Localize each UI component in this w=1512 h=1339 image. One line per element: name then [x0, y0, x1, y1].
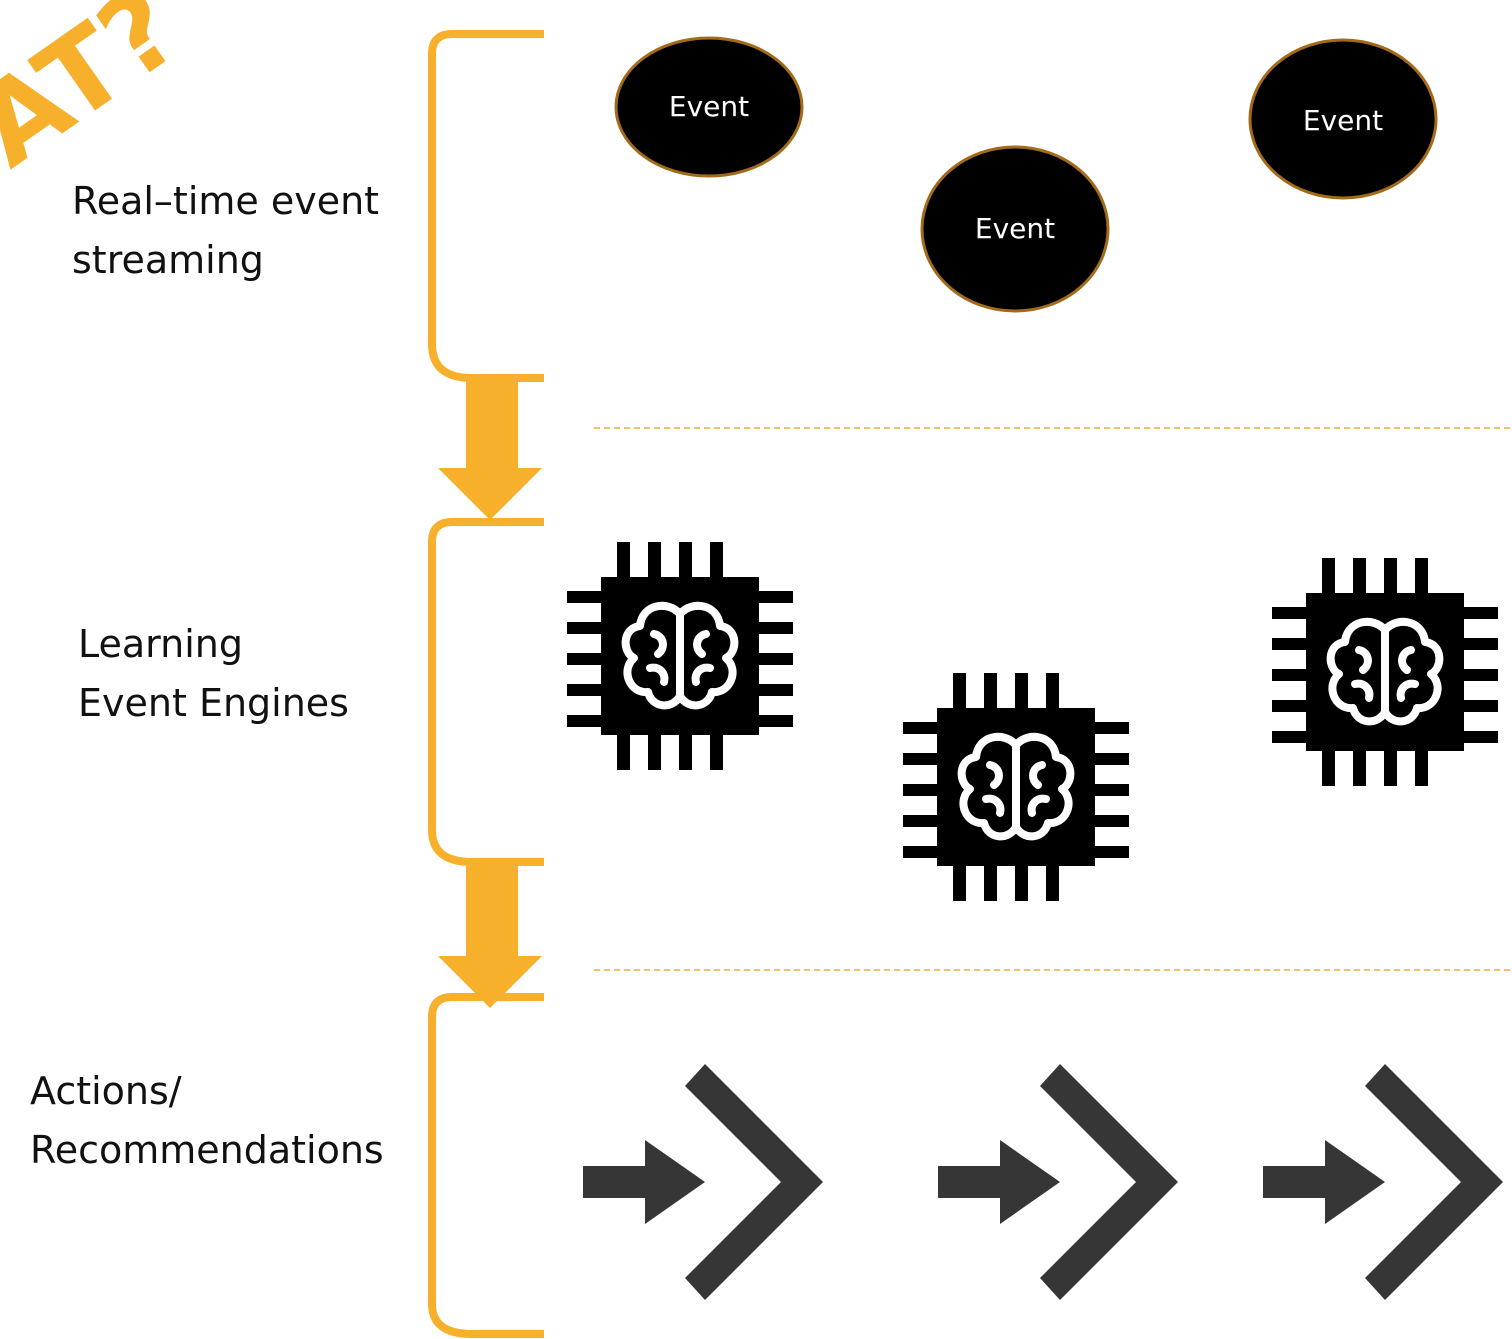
- sign-in-arrow-icon: [583, 1064, 823, 1300]
- event-label: Event: [975, 212, 1055, 245]
- corner-callout-text: AT?: [0, 0, 201, 191]
- stage-brackets: [428, 30, 544, 1338]
- brain-chip-icon: [567, 542, 793, 770]
- stage-label-line: Learning: [78, 622, 243, 666]
- sign-in-arrow-icon: [938, 1064, 1178, 1300]
- event-bubble: Event: [1248, 38, 1438, 200]
- flow-arrows: [438, 380, 542, 1008]
- dividers: [594, 427, 1512, 971]
- flow-arrow-2: [438, 866, 542, 1008]
- stage-label-line: Real–time event: [72, 179, 380, 223]
- sign-in-arrow-icon: [1263, 1064, 1503, 1300]
- brain-chip-icon: [1272, 558, 1498, 786]
- brain-chip-icon: [903, 673, 1129, 901]
- stage-label-streaming: Real–time event streaming: [72, 172, 379, 290]
- stage-label-line: streaming: [72, 237, 264, 282]
- stage-label-actions: Actions/ Recommendations: [30, 1062, 384, 1180]
- stage-label-line: Event Engines: [78, 680, 349, 725]
- stage-label-line: Actions/: [30, 1069, 182, 1113]
- corner-callout: AT?: [0, 0, 201, 191]
- event-label: Event: [669, 90, 749, 123]
- stage-label-line: Recommendations: [30, 1127, 384, 1172]
- event-label: Event: [1303, 104, 1383, 137]
- bracket-engines: [428, 518, 544, 866]
- bracket-actions: [428, 993, 544, 1338]
- bracket-streaming: [428, 30, 544, 382]
- event-bubble: Event: [614, 36, 804, 178]
- stage-label-engines: Learning Event Engines: [78, 615, 349, 733]
- event-bubble: Event: [920, 145, 1110, 313]
- flow-arrow-1: [438, 380, 542, 520]
